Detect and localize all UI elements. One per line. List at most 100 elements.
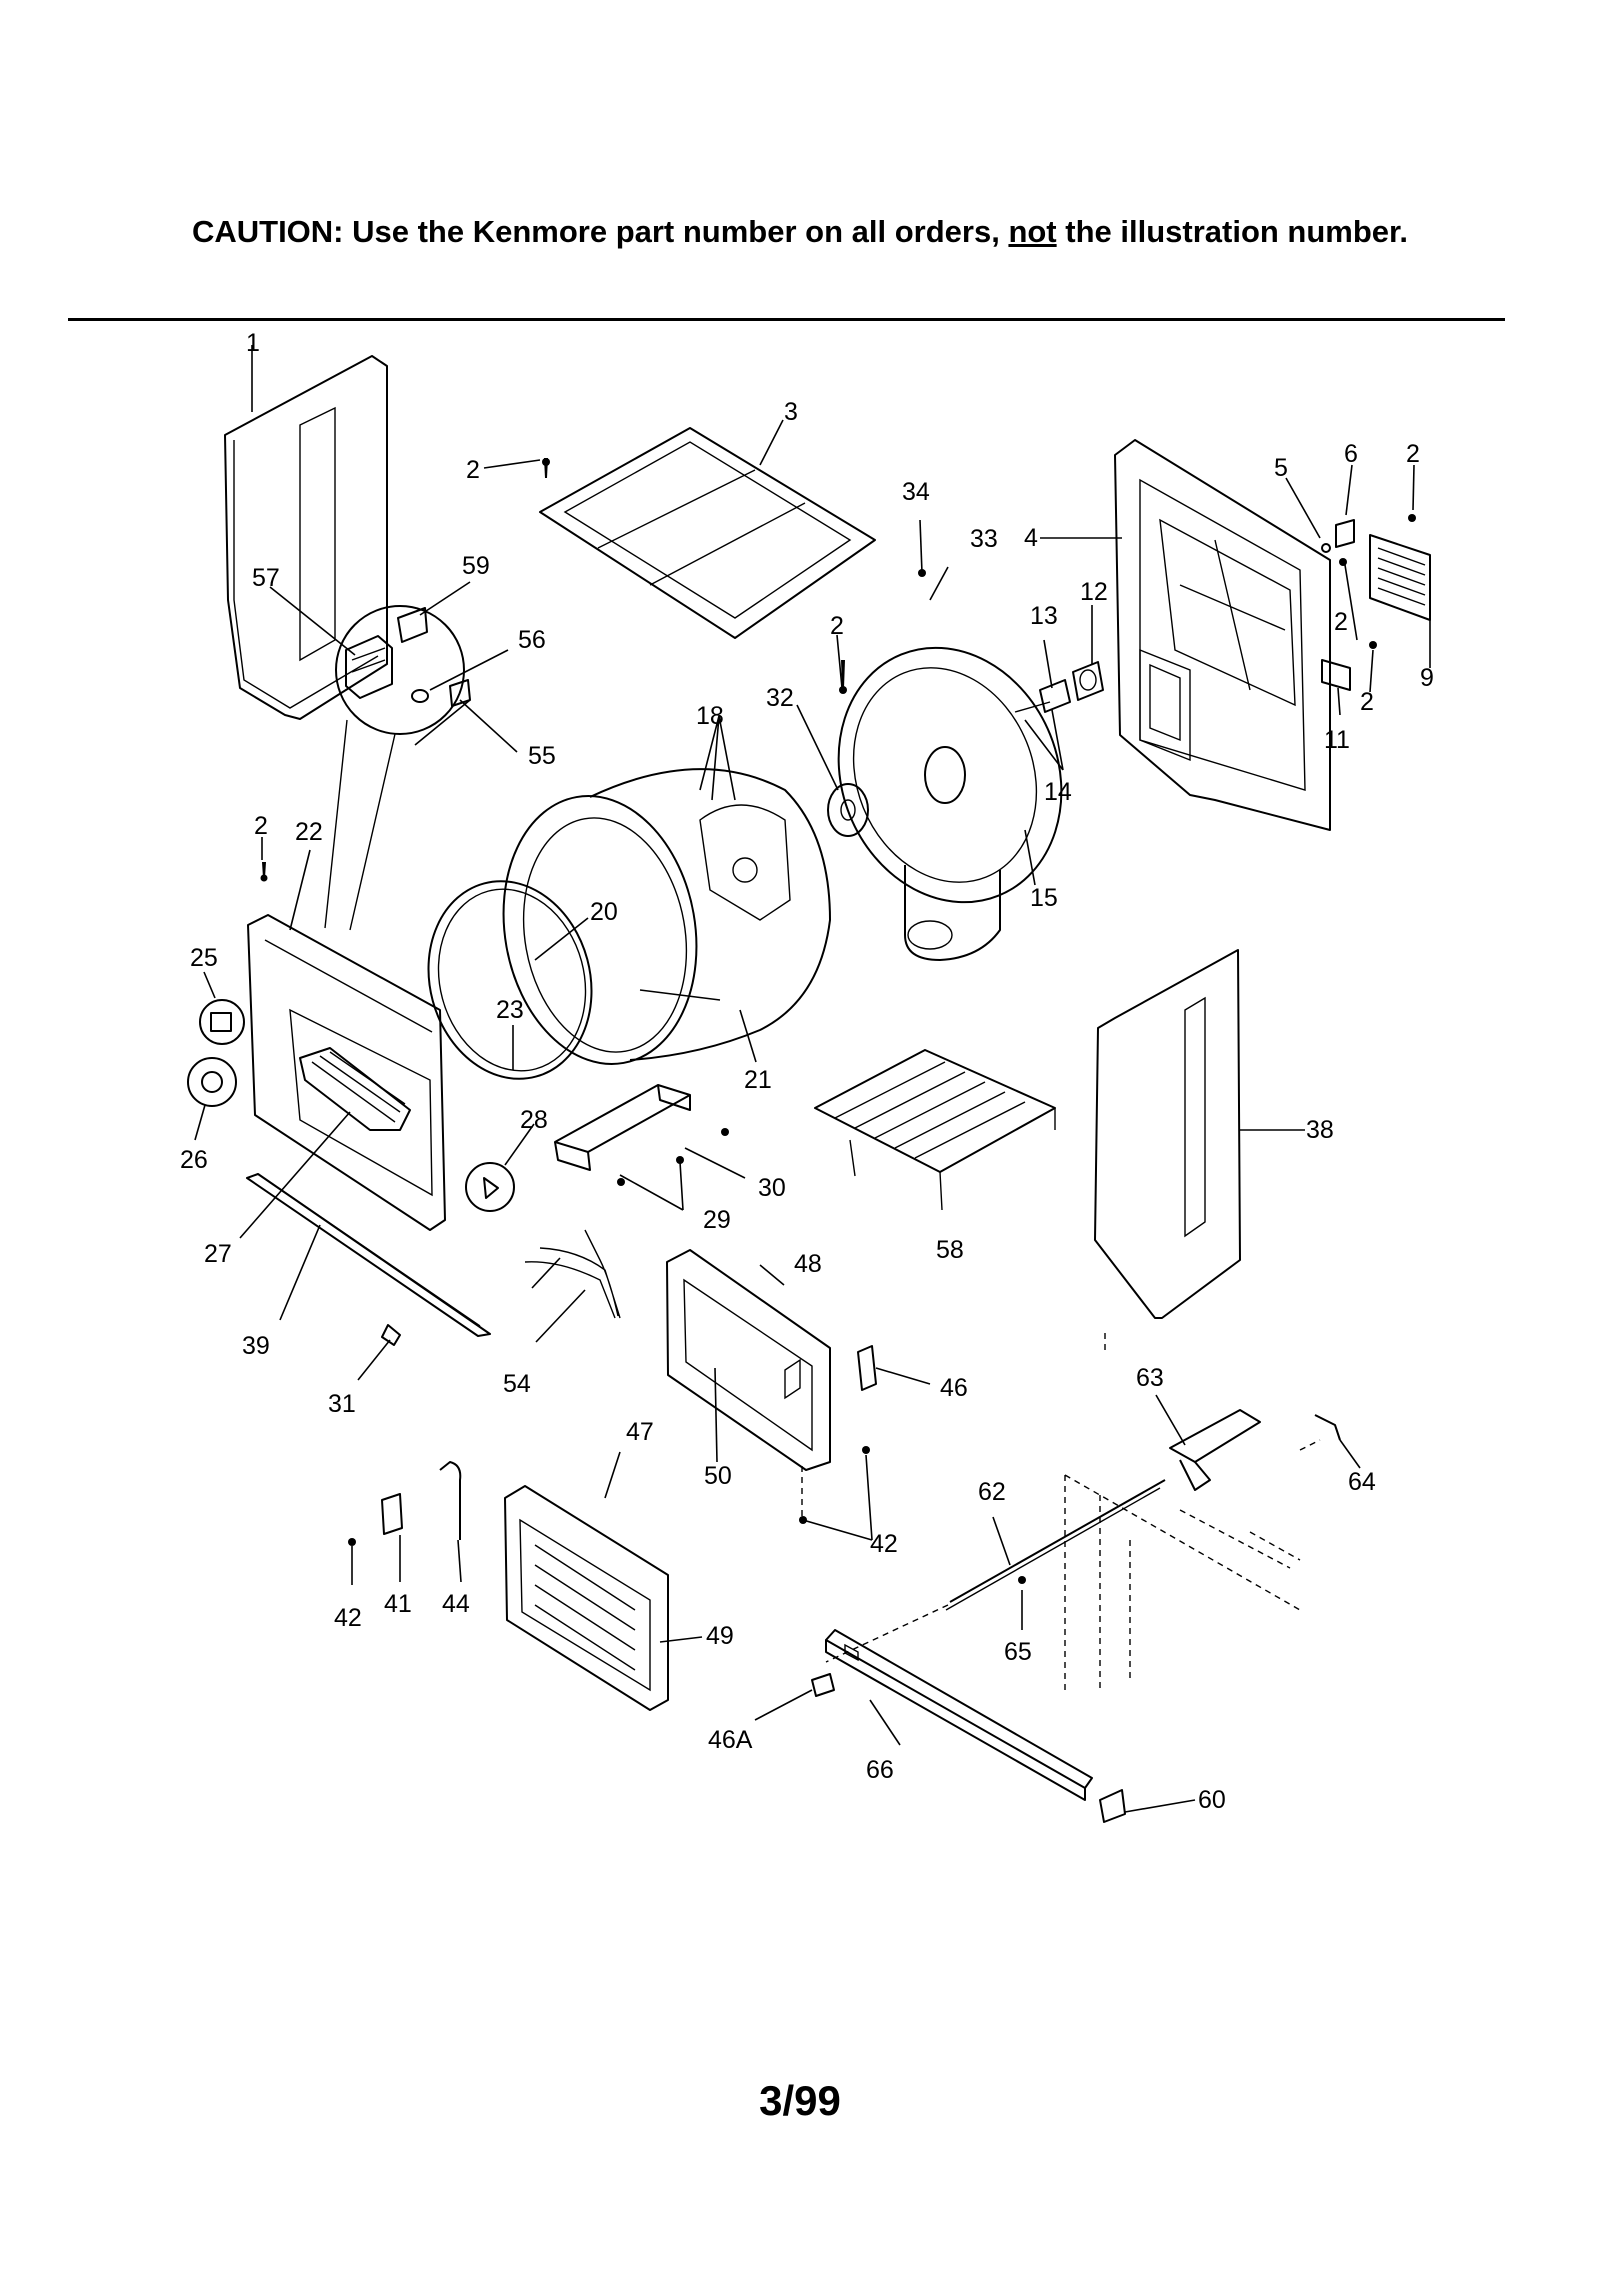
callout-25: 25 xyxy=(190,944,218,972)
header-rule xyxy=(68,318,1505,321)
part-48-access-frame xyxy=(666,1249,831,1471)
callout-6: 6 xyxy=(1344,440,1358,468)
part-15-rear-bulkhead xyxy=(837,646,1063,961)
callout-63: 63 xyxy=(1136,1364,1164,1392)
callout-2d: 2 xyxy=(1360,688,1374,716)
caution-emphasis-not: not xyxy=(1008,214,1057,249)
part-4-rear-panel xyxy=(1114,439,1331,831)
part-54-wire-harness xyxy=(524,1229,621,1319)
part-38-side-panel xyxy=(1094,949,1241,1319)
callout-41: 41 xyxy=(384,1590,412,1618)
callout-62: 62 xyxy=(978,1478,1006,1506)
callout-32: 32 xyxy=(766,684,794,712)
part-47-filter-panel xyxy=(504,1485,669,1711)
part-39-toe-panel xyxy=(246,1173,491,1337)
callout-14: 14 xyxy=(1044,778,1072,806)
callout-46A: 46A xyxy=(708,1726,753,1754)
part-31-bolt xyxy=(381,1324,401,1346)
callout-42a: 42 xyxy=(870,1530,898,1558)
callout-58: 58 xyxy=(936,1236,964,1264)
callout-2e: 2 xyxy=(830,612,844,640)
part-27-lint-screen xyxy=(299,1047,411,1131)
callout-59: 59 xyxy=(462,552,490,580)
part-3-top-panel xyxy=(539,427,876,639)
callout-39: 39 xyxy=(242,1332,270,1360)
callout-64: 64 xyxy=(1348,1468,1376,1496)
part-46A-clip xyxy=(811,1673,835,1697)
callout-47: 47 xyxy=(626,1418,654,1446)
callout-labels: 1 2 3 34 33 4 5 6 2 12 13 2 9 2 11 2 32 … xyxy=(180,329,1434,1814)
callout-2a: 2 xyxy=(466,456,480,484)
part-32-bearing xyxy=(827,783,869,837)
callout-15: 15 xyxy=(1030,884,1058,912)
callout-42b: 42 xyxy=(334,1604,362,1632)
callout-23: 23 xyxy=(496,996,524,1024)
callout-21: 21 xyxy=(744,1066,772,1094)
part-22-front-panel xyxy=(247,914,446,1231)
caution-text-end: the illustration number. xyxy=(1056,214,1409,249)
callout-26: 26 xyxy=(180,1146,208,1174)
callout-33: 33 xyxy=(970,525,998,553)
part-46-clip xyxy=(857,1345,877,1391)
part-5-nut xyxy=(1321,543,1331,553)
part-64-pin xyxy=(1314,1414,1341,1441)
callout-56: 56 xyxy=(518,626,546,654)
callout-34: 34 xyxy=(902,478,930,506)
callout-38: 38 xyxy=(1306,1116,1334,1144)
callout-46: 46 xyxy=(940,1374,968,1402)
callout-60: 60 xyxy=(1198,1786,1226,1814)
caution-text-start: CAUTION: Use the Kenmore part number on … xyxy=(191,214,1009,249)
callout-13: 13 xyxy=(1030,602,1058,630)
part-58-drying-rack xyxy=(814,1049,1056,1211)
part-63-bracket xyxy=(1169,1409,1261,1491)
leader-lines xyxy=(194,345,1431,1813)
callout-57: 57 xyxy=(252,564,280,592)
callout-2f: 2 xyxy=(254,812,268,840)
callout-22: 22 xyxy=(295,818,323,846)
part-9-vent-grille xyxy=(1369,534,1431,621)
part-11-bracket xyxy=(1321,659,1351,691)
callout-3: 3 xyxy=(784,398,798,426)
part-20-front-seal xyxy=(427,880,593,1080)
part-26-switch xyxy=(187,1057,237,1107)
callout-48: 48 xyxy=(794,1250,822,1278)
callout-20: 20 xyxy=(590,898,618,926)
part-44-hook xyxy=(439,1461,462,1540)
callout-28: 28 xyxy=(520,1106,548,1134)
part-30-bracket xyxy=(554,1084,691,1171)
caution-heading: CAUTION: Use the Kenmore part number on … xyxy=(0,214,1600,250)
callout-55: 55 xyxy=(528,742,556,770)
callout-50: 50 xyxy=(704,1462,732,1490)
part-1-side-panel xyxy=(224,355,388,720)
callout-31: 31 xyxy=(328,1390,356,1418)
callout-1: 1 xyxy=(246,329,260,357)
callout-5: 5 xyxy=(1274,454,1288,482)
page-number: 3/99 xyxy=(759,2077,841,2124)
part-25-switch xyxy=(199,999,245,1045)
callout-12: 12 xyxy=(1080,578,1108,606)
part-28-actuator xyxy=(465,1162,515,1212)
part-13-roller-bracket xyxy=(1014,679,1071,713)
callout-11: 11 xyxy=(1324,726,1350,754)
callout-44: 44 xyxy=(442,1590,470,1618)
callout-2b: 2 xyxy=(1406,440,1420,468)
callout-4: 4 xyxy=(1024,524,1038,552)
callout-30: 30 xyxy=(758,1174,786,1202)
part-6-bracket xyxy=(1335,519,1355,548)
callout-27: 27 xyxy=(204,1240,232,1268)
callout-49: 49 xyxy=(706,1622,734,1650)
part-12-roller xyxy=(1072,661,1104,701)
screw-fasteners xyxy=(260,458,1416,1584)
part-60-end-cap xyxy=(1099,1789,1126,1823)
callout-2c: 2 xyxy=(1334,608,1348,636)
part-41-hinge xyxy=(381,1493,403,1535)
cabinet-outline-dashed xyxy=(801,1330,1321,1690)
callout-65: 65 xyxy=(1004,1638,1032,1666)
part-21-drum xyxy=(502,768,831,1065)
callout-66: 66 xyxy=(866,1756,894,1784)
callout-54: 54 xyxy=(503,1370,531,1398)
callout-9: 9 xyxy=(1420,664,1434,692)
inset-detail-circle xyxy=(324,605,471,931)
